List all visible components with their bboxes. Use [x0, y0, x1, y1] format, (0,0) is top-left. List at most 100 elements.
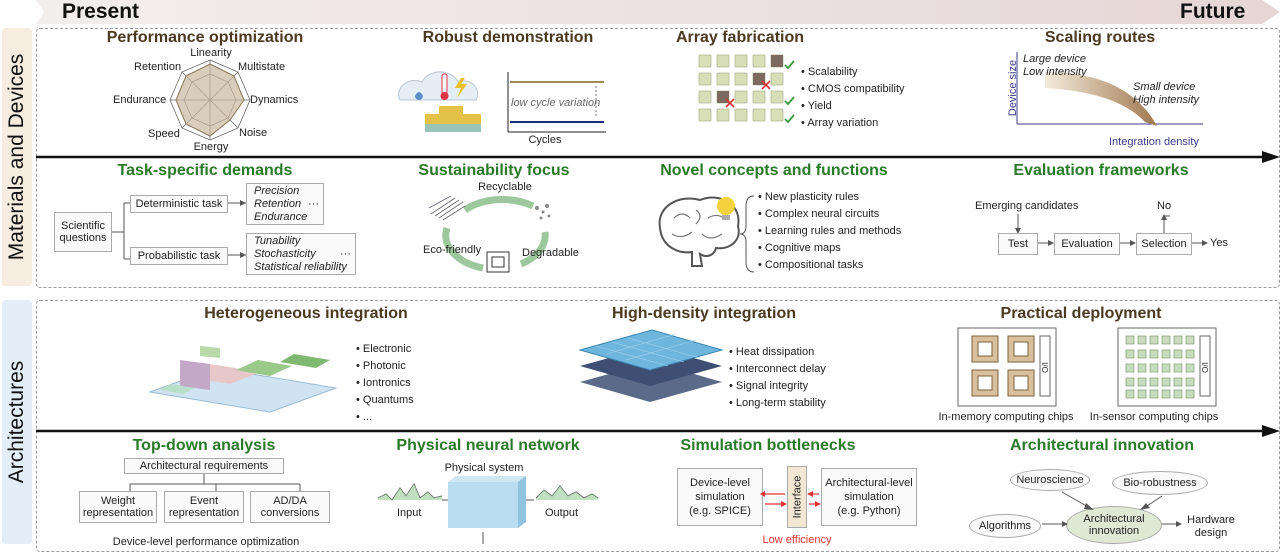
chip1-io-label: I/O [1039, 362, 1049, 373]
array-grid [698, 54, 795, 124]
materials-divider-arrow [36, 151, 1280, 163]
eval-yes-label: Yes [1210, 237, 1228, 249]
eval-no-label: No [1157, 200, 1172, 212]
scaling-high-intensity: High intensity [1133, 94, 1200, 106]
hetero-stack-illustration [148, 346, 338, 413]
highdensity-title: High-density integration [612, 305, 796, 322]
hetero-bullet: Iontronics [356, 375, 414, 392]
array-bullet: Scalability [801, 64, 905, 81]
highdensity-bullet: Signal integrity [729, 378, 826, 395]
scaling-x-label: Integration density [1109, 136, 1199, 148]
array-bullet: Array variation [801, 115, 905, 132]
eval-evaluation-box: Evaluation [1054, 233, 1120, 255]
algorithms-node: Algorithms [969, 514, 1041, 538]
interface-box: Interface [787, 466, 807, 528]
practical-title: Practical deployment [1000, 305, 1162, 322]
hetero-bullet: Electronic [356, 341, 414, 358]
archinnov-arrows [1042, 491, 1182, 527]
probabilistic-task-box: Probabilistic task [130, 247, 228, 265]
task-title: Task-specific demands [117, 162, 293, 179]
eval-selection-box: Selection [1136, 233, 1192, 255]
present-label: Present [62, 0, 140, 23]
array-bullets: Scalability CMOS compatibility Yield Arr… [801, 64, 905, 132]
in-sensor-chip [1117, 327, 1217, 407]
highdensity-bullet: Interconnect delay [729, 361, 826, 378]
highdensity-bullet: Heat dissipation [729, 344, 826, 361]
highdensity-stack-illustration [578, 329, 724, 402]
novel-bullet: Cognitive maps [758, 240, 901, 257]
hetero-title: Heterogeneous integration [204, 305, 408, 322]
degradable-label: Degradable [522, 247, 579, 259]
array-bullet: Yield [801, 98, 905, 115]
architectures-divider-arrow [36, 425, 1280, 437]
architectures-section-label: Architectures [2, 300, 32, 544]
arch-requirements-box: Architectural requirements [124, 458, 284, 474]
radar-axis-linearity: Linearity [190, 47, 232, 59]
novel-title: Novel concepts and functions [660, 162, 888, 179]
scaling-plot [1016, 52, 1203, 126]
pnn-title: Physical neural network [396, 437, 580, 454]
eval-test-box: Test [998, 233, 1038, 255]
timeline-arrow [36, 0, 1280, 24]
radar-axis-energy: Energy [193, 141, 229, 153]
cycle-plot [507, 72, 606, 133]
pnn-output-label: Output [545, 507, 579, 519]
eco-friendly-label: Eco-friendly [423, 244, 482, 256]
radar-axis-dynamics: Dynamics [250, 94, 299, 106]
scaling-y-label: Device size [1007, 59, 1020, 117]
scaling-low-intensity: Low intensity [1023, 66, 1087, 78]
hetero-bullet: ... [356, 409, 414, 426]
evaluation-title: Evaluation frameworks [1013, 162, 1189, 179]
scaling-large-device: Large device [1023, 53, 1086, 65]
low-efficiency-label: Low efficiency [762, 534, 832, 546]
radar-chart [169, 59, 251, 141]
pnn-illustration [377, 476, 599, 544]
novel-bullet: Compositional tasks [758, 257, 901, 274]
scaling-small-device: Small device [1133, 81, 1196, 93]
array-title: Array fabrication [675, 29, 805, 46]
radar-axis-retention: Retention [134, 61, 182, 73]
topdown-title: Top-down analysis [132, 437, 276, 454]
deterministic-task-box: Deterministic task [130, 195, 228, 213]
physical-system-label: Physical system [444, 462, 524, 474]
cycle-variation-annotation: low cycle variation [511, 97, 601, 109]
simulation-title: Simulation bottlenecks [680, 437, 856, 454]
chip2-io-label: I/O [1199, 362, 1209, 373]
deterministic-ellipsis: ··· [308, 198, 319, 210]
radar-axis-speed: Speed [148, 128, 180, 140]
in-memory-chip [957, 327, 1057, 407]
performance-title: Performance optimization [106, 29, 304, 46]
radar-axis-noise: Noise [239, 127, 268, 139]
recyclable-label: Recyclable [478, 181, 532, 193]
in-memory-chip-label: In-memory computing chips [938, 411, 1074, 423]
evaluation-flow-lines [1015, 214, 1208, 246]
archinnov-title: Architectural innovation [1009, 437, 1195, 454]
materials-section-label: Materials and Devices [2, 28, 32, 286]
highdensity-bullet: Long-term stability [729, 395, 826, 412]
hetero-bullet: Quantums [356, 392, 414, 409]
hetero-bullet: Photonic [356, 358, 414, 375]
probabilistic-ellipsis: ··· [340, 248, 351, 260]
brain-icon [658, 196, 740, 267]
environment-icons [398, 71, 481, 132]
sustain-title: Sustainability focus [418, 162, 570, 179]
in-sensor-chip-label: In-sensor computing chips [1089, 411, 1219, 423]
future-label: Future [1180, 0, 1246, 23]
sustain-cycle [428, 195, 551, 273]
pnn-input-label: Input [397, 507, 422, 519]
hetero-bullets: Electronic Photonic Iontronics Quantums … [356, 341, 414, 426]
device-optimization-label: Device-level performance optimization [112, 536, 300, 548]
emerging-candidates-label: Emerging candidates [975, 200, 1079, 212]
scaling-title: Scaling routes [1044, 29, 1156, 46]
novel-bullet: New plasticity rules [758, 189, 901, 206]
